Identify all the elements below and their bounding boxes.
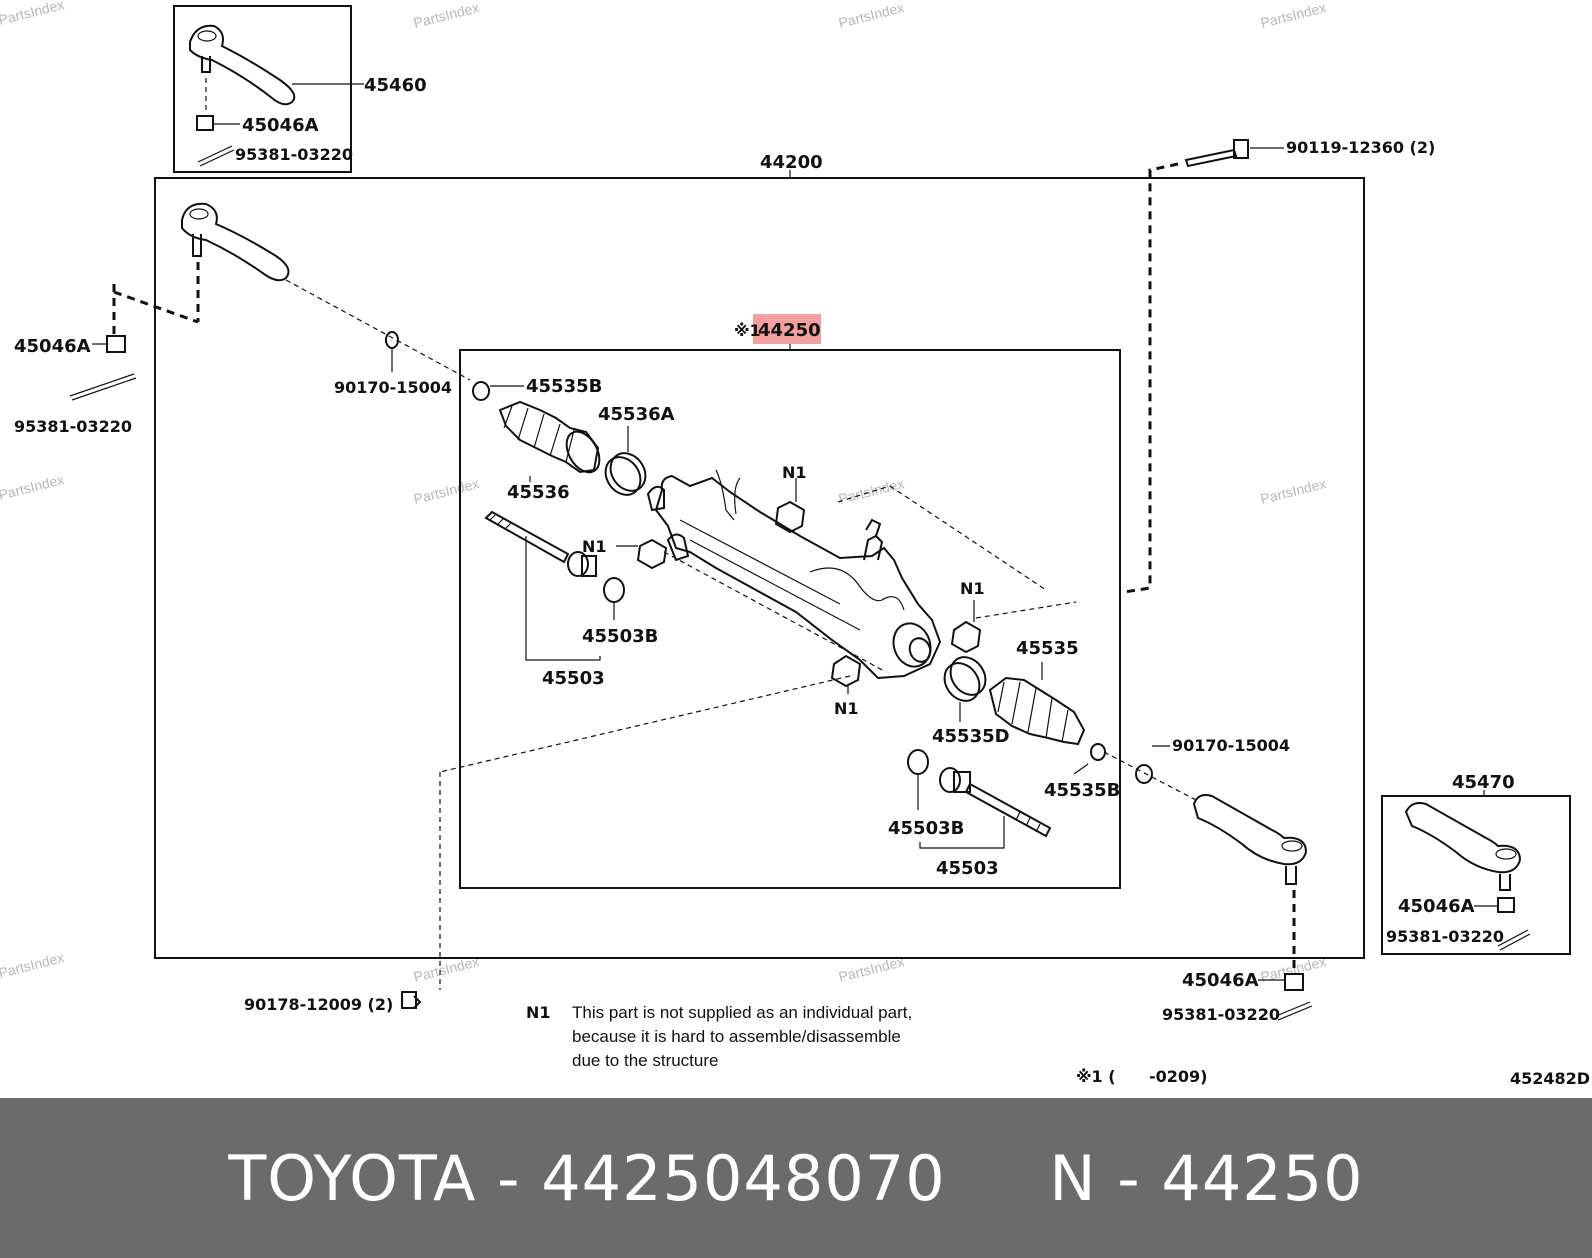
label-95381-bottom: 95381-03220 bbox=[1162, 1005, 1280, 1024]
label-45535b-bottom: 45535B bbox=[1044, 780, 1120, 801]
rack-assembly-44250: ※1 44250 bbox=[459, 314, 1121, 889]
label-45536a: 45536A bbox=[598, 404, 675, 425]
steering-rack bbox=[646, 469, 942, 680]
label-95381-kit-right: 95381-03220 bbox=[1386, 927, 1504, 946]
label-44200: 44200 bbox=[760, 152, 823, 173]
highlight bbox=[753, 314, 821, 344]
watermark: PartsIndex bbox=[0, 0, 66, 28]
footnote: ※1 ( -0209) bbox=[1076, 1067, 1207, 1086]
label-45460: 45460 bbox=[364, 75, 427, 96]
watermark: PartsIndex bbox=[1259, 475, 1328, 507]
tie-rod-end-left: 45046A 95381-03220 90170-15004 bbox=[14, 202, 471, 436]
label-45535: 45535 bbox=[1016, 638, 1079, 659]
label-n1-top: N1 bbox=[782, 463, 807, 482]
watermark: PartsIndex bbox=[412, 475, 481, 507]
footer-caption: TOYOTA - 4425048070 N - 44250 bbox=[228, 1141, 1364, 1215]
label-90170-right: 90170-15004 bbox=[1172, 736, 1290, 755]
label-44250: 44250 bbox=[758, 320, 821, 341]
label-45046a-kit-right: 45046A bbox=[1398, 896, 1475, 917]
tie-rod-end-left-kit: 45460 45046A 95381-03220 bbox=[173, 5, 427, 173]
label-n1-right: N1 bbox=[960, 579, 985, 598]
diagram-code: 452482D bbox=[1510, 1069, 1590, 1088]
tie-rod-end-right-kit: 45470 45046A 95381-03220 bbox=[1381, 772, 1571, 955]
n1-bushings: N1 N1 N1 N1 bbox=[582, 463, 985, 718]
bolt-top: 90119-12360 (2) bbox=[1123, 138, 1435, 594]
assembly-44200: 44200 bbox=[154, 152, 1365, 959]
label-45535b-top: 45535B bbox=[526, 376, 602, 397]
label-45503b-right: 45503B bbox=[888, 818, 964, 839]
watermark: PartsIndex bbox=[412, 0, 481, 31]
label-45503-right: 45503 bbox=[936, 858, 999, 879]
label-45046a-left: 45046A bbox=[14, 336, 91, 357]
label-95381: 95381-03220 bbox=[235, 145, 353, 164]
label-95381-left: 95381-03220 bbox=[14, 417, 132, 436]
tie-rod-right: 45503B 45503 bbox=[888, 749, 1052, 879]
footer-part-number: 4425048070 bbox=[541, 1141, 946, 1215]
label-45503-left: 45503 bbox=[542, 668, 605, 689]
tie-rod-left: 45503B 45503 bbox=[484, 510, 658, 689]
note-line-2: because it is hard to assemble/disassemb… bbox=[572, 1027, 901, 1046]
parts-diagram: PartsIndex PartsIndex PartsIndex PartsIn… bbox=[0, 0, 1591, 1088]
label-90170-left: 90170-15004 bbox=[334, 378, 452, 397]
watermark: PartsIndex bbox=[0, 949, 66, 981]
label-n1-bottom: N1 bbox=[834, 699, 859, 718]
watermark: PartsIndex bbox=[837, 0, 906, 31]
label-45536: 45536 bbox=[507, 482, 570, 503]
label-45470: 45470 bbox=[1452, 772, 1515, 793]
tie-rod-end-right: 90170-15004 45046A 95381-03220 bbox=[1135, 736, 1313, 1024]
note-line-3: due to the structure bbox=[572, 1051, 718, 1070]
left-boot-group: 45535B 45536 45536A bbox=[472, 376, 675, 503]
guide-lines bbox=[439, 485, 1197, 990]
watermark: PartsIndex bbox=[0, 471, 66, 503]
note-key: N1 bbox=[526, 1003, 551, 1022]
label-45535d: 45535D bbox=[932, 726, 1010, 747]
watermark: PartsIndex bbox=[837, 475, 906, 507]
n1-note: N1 This part is not supplied as an indiv… bbox=[526, 1003, 912, 1070]
footer-ref: N - 44250 bbox=[1049, 1141, 1364, 1215]
label-90178: 90178-12009 (2) bbox=[244, 995, 393, 1014]
note-line-1: This part is not supplied as an individu… bbox=[572, 1003, 912, 1022]
label-45046a: 45046A bbox=[242, 115, 319, 136]
label-45046a-bottom: 45046A bbox=[1182, 970, 1259, 991]
bolt-bottom: 90178-12009 (2) bbox=[244, 991, 422, 1014]
label-90119: 90119-12360 (2) bbox=[1286, 138, 1435, 157]
footer-bar: TOYOTA - 4425048070 N - 44250 bbox=[0, 1098, 1592, 1258]
label-rack-prefix: ※1 bbox=[734, 321, 761, 340]
label-n1-left: N1 bbox=[582, 537, 607, 556]
watermark: PartsIndex bbox=[1259, 0, 1328, 31]
label-45503b-left: 45503B bbox=[582, 626, 658, 647]
footer-brand: TOYOTA bbox=[228, 1141, 477, 1215]
